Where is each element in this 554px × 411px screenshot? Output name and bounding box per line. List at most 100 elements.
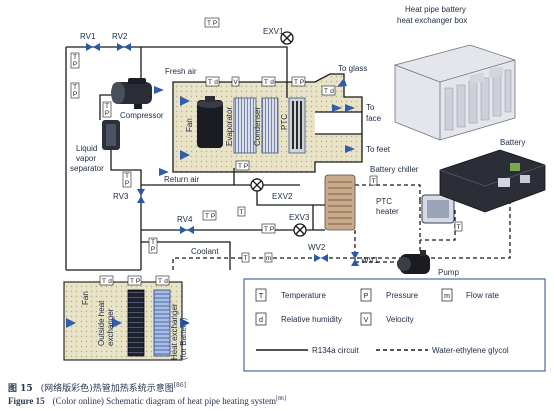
wv2-valve[interactable] <box>314 254 328 262</box>
label-rv2: RV2 <box>112 32 128 41</box>
evaporator-core <box>233 97 257 154</box>
svg-text:V: V <box>364 317 369 324</box>
exv3-valve[interactable] <box>293 223 307 237</box>
svg-text:d: d <box>214 79 218 86</box>
svg-text:T: T <box>372 178 376 185</box>
label-battery-hx-2: (for Battery) <box>179 317 188 360</box>
caption-cn-label: 图 15 <box>8 384 33 394</box>
svg-text:T: T <box>208 79 212 86</box>
component-labels: EXV1 RV1 RV2 Fresh air To glass To face … <box>70 5 525 360</box>
outside-unit <box>63 281 190 361</box>
sensor-v-duct: V <box>231 76 240 87</box>
rv4-valve[interactable] <box>180 226 194 234</box>
svg-text:P: P <box>136 278 140 285</box>
sensor-tp-compressor: TP <box>70 82 80 99</box>
caption-chinese: 图 15(网络版彩色)热管加热系统示意图[86] <box>8 381 186 394</box>
caption-cn-text: (网络版彩色)热管加热系统示意图 <box>40 384 174 394</box>
svg-text:d: d <box>330 88 334 95</box>
label-exv2: EXV2 <box>272 192 293 201</box>
label-battery-chiller: Battery chiller <box>370 165 419 174</box>
label-hp-box-2: heat exchanger box <box>397 16 467 25</box>
caption-en-label: Figure 15 <box>8 396 45 406</box>
svg-text:T: T <box>125 173 129 180</box>
duct-airflow-arrows <box>154 78 355 176</box>
svg-text:P: P <box>213 20 217 27</box>
sensor-m-coolant: m <box>264 252 273 263</box>
svg-text:T: T <box>264 226 268 233</box>
svg-text:d: d <box>259 317 263 324</box>
ptc-heater <box>421 190 456 224</box>
label-ptc-heater-1: PTC <box>376 197 392 206</box>
ptc-strips <box>292 101 302 149</box>
label-compressor: Compressor <box>120 111 164 120</box>
svg-text:P: P <box>211 213 215 220</box>
sensor-t-coolant: T <box>241 252 250 263</box>
label-to-face-2: face <box>366 114 382 123</box>
battery-pack-picture <box>439 66 546 213</box>
sensor-t-ptc-heater: T <box>454 221 463 232</box>
svg-text:P: P <box>73 91 77 98</box>
label-battery: Battery <box>500 138 525 147</box>
battery-chiller <box>324 174 356 231</box>
svg-text:P: P <box>105 110 109 117</box>
rv3-valve[interactable] <box>137 189 145 203</box>
sensor-tp-left: TP <box>148 237 158 254</box>
sensor-t-exv2: T <box>237 206 246 217</box>
svg-text:T: T <box>151 239 155 246</box>
svg-text:V: V <box>233 79 238 86</box>
legend-r134a: R134a circuit <box>312 346 359 355</box>
label-outside-hx-2: exchanger <box>106 308 115 346</box>
legend-pressure: Pressure <box>386 291 419 300</box>
heating-system-diagram: TP TP TP TP Td V Td TP Td TP TP T TP TP <box>63 5 546 372</box>
label-lvs-3: separator <box>70 164 104 173</box>
svg-text:T: T <box>294 79 298 86</box>
svg-text:T: T <box>240 209 244 216</box>
svg-text:T: T <box>105 103 109 110</box>
svg-text:d: d <box>108 278 112 285</box>
label-wv2: WV2 <box>308 243 326 252</box>
label-battery-hx-1: Heat exchanger <box>170 303 179 360</box>
label-rv3: RV3 <box>113 192 129 201</box>
caption-en-text: (Color online) Schematic diagram of heat… <box>52 396 277 406</box>
sensor-tp-lvs: TP <box>102 101 112 118</box>
label-condenser: Condenser <box>253 107 262 146</box>
svg-text:T: T <box>102 278 106 285</box>
exv2-valve[interactable] <box>250 178 264 192</box>
label-wv1: WV1 <box>361 256 379 265</box>
svg-text:P: P <box>73 61 77 68</box>
svg-text:T: T <box>205 213 209 220</box>
label-to-glass: To glass <box>338 64 367 73</box>
r134a-circuit <box>65 46 325 271</box>
svg-text:T: T <box>259 293 264 300</box>
svg-text:P: P <box>270 226 274 233</box>
label-lvs-1: Liquid <box>76 144 97 153</box>
wv1-valve[interactable] <box>351 252 359 266</box>
svg-text:T: T <box>264 79 268 86</box>
legend-temperature: Temperature <box>281 291 326 300</box>
cabin-fan <box>197 96 223 148</box>
rv2-valve[interactable] <box>117 43 131 51</box>
svg-text:m: m <box>444 293 450 300</box>
svg-text:T: T <box>324 88 328 95</box>
label-exv1: EXV1 <box>263 27 284 36</box>
svg-text:P: P <box>151 246 155 253</box>
rv1-valve[interactable] <box>86 43 100 51</box>
liquid-vapor-separator <box>102 120 120 150</box>
legend-flow-rate: Flow rate <box>466 291 499 300</box>
condenser-core <box>261 97 279 154</box>
legend: T P m d V Temperature Pressure Flow rate… <box>243 278 546 372</box>
svg-text:T: T <box>73 54 77 61</box>
svg-text:P: P <box>244 163 248 170</box>
svg-text:m: m <box>266 255 271 262</box>
legend-glycol: Water-ethylene glycol <box>432 346 509 355</box>
exv1-valve[interactable] <box>280 31 294 45</box>
